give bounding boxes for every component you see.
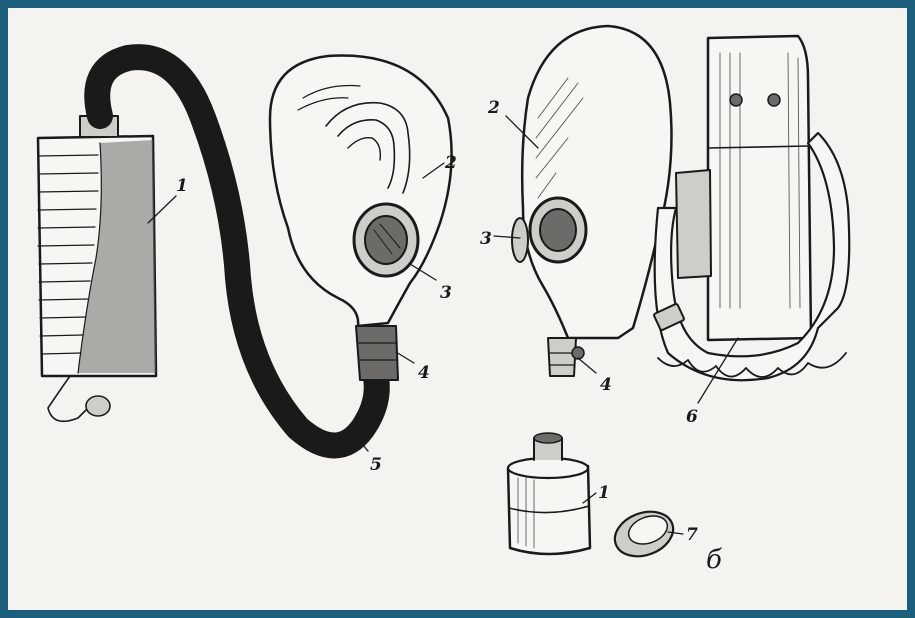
label-left-valve: 4 xyxy=(418,363,430,383)
label-right-canister: 1 xyxy=(598,483,610,503)
right-filter-canister xyxy=(508,433,590,554)
label-left-mask: 2 xyxy=(444,153,457,173)
label-cap: 7 xyxy=(686,525,698,545)
label-left-eyepiece: 3 xyxy=(440,283,452,303)
label-right-mask: 2 xyxy=(487,98,500,118)
gas-mask-illustration: 1 2 3 4 5 2 3 4 6 1 7 б xyxy=(8,8,907,610)
label-right-valve: 4 xyxy=(600,375,612,395)
filter-cap xyxy=(609,504,680,564)
label-variant: б xyxy=(706,545,722,575)
label-right-eyepiece: 3 xyxy=(480,229,492,249)
diagram-frame: 1 2 3 4 5 2 3 4 6 1 7 б xyxy=(8,8,907,610)
mask-bag xyxy=(653,36,849,380)
right-gas-mask xyxy=(512,26,672,376)
left-filter-canister xyxy=(38,116,156,421)
left-gas-mask xyxy=(270,56,452,380)
label-left-canister: 1 xyxy=(176,176,188,196)
label-bag: 6 xyxy=(686,407,698,427)
label-hose: 5 xyxy=(370,455,382,475)
